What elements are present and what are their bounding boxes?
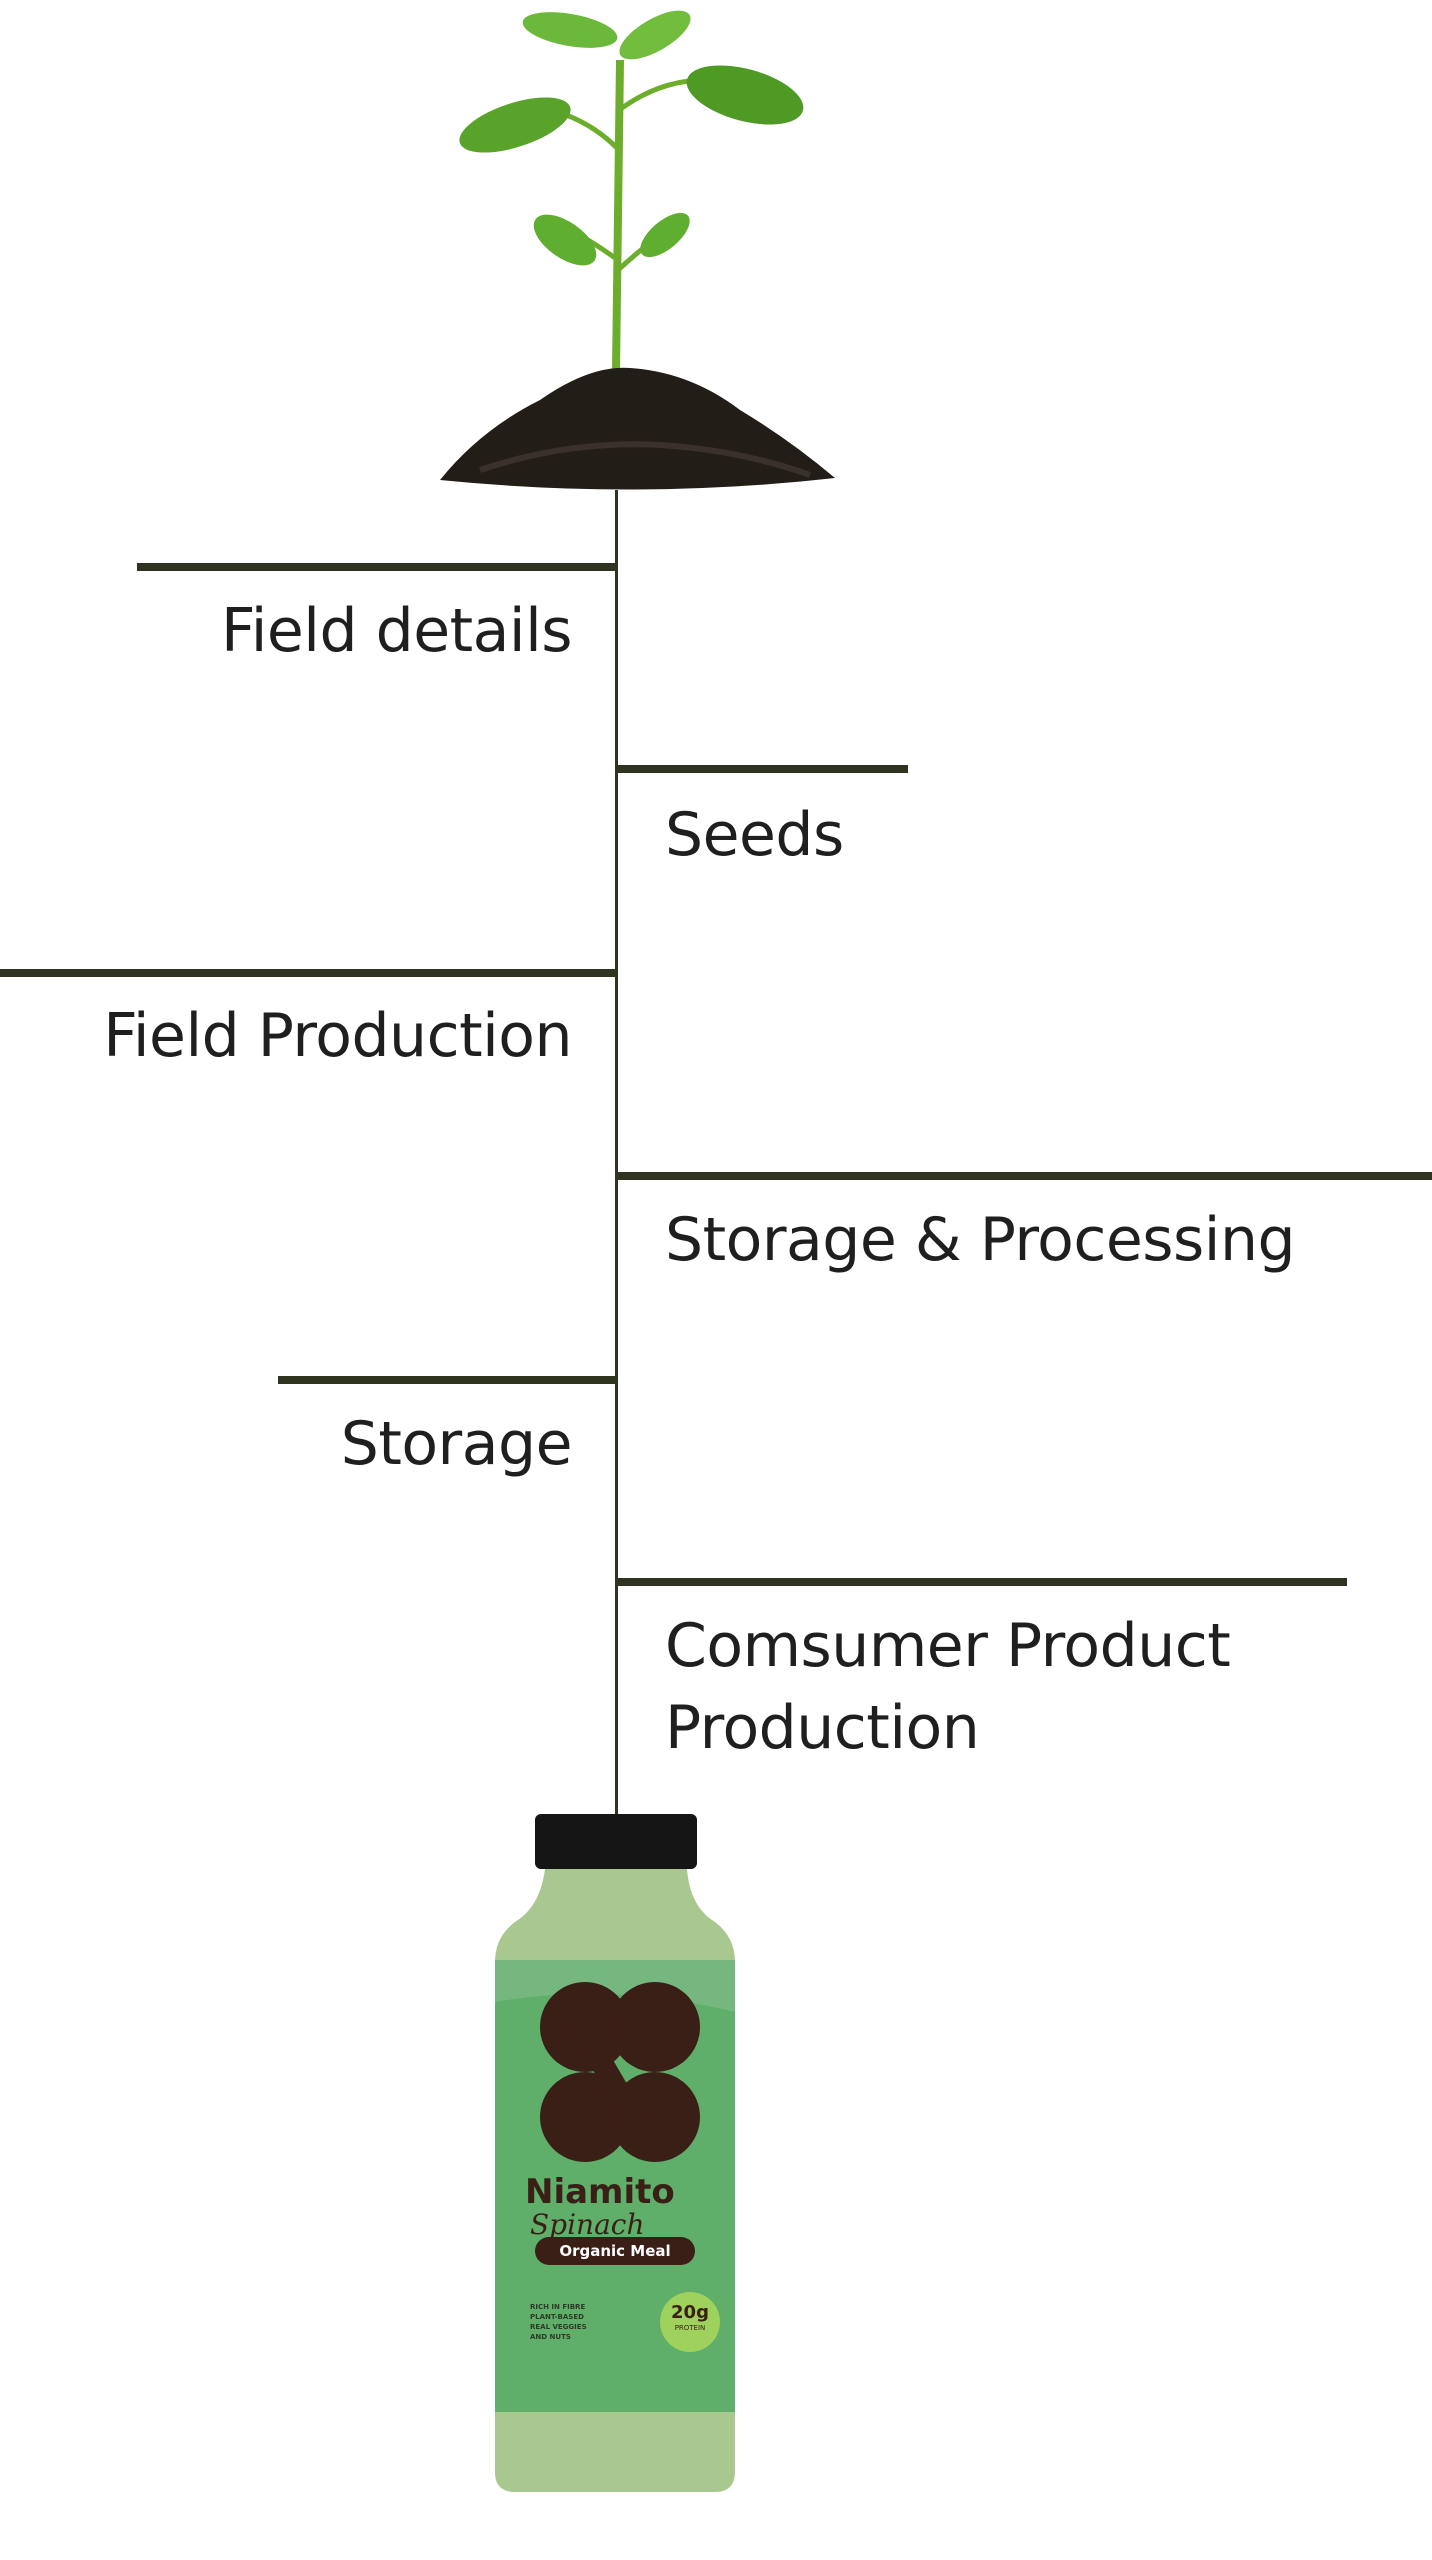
stage-label-storage-processing: Storage & Processing — [665, 1205, 1296, 1275]
protein-amount: 20g — [671, 2302, 709, 2323]
claim: RICH IN FIBRE — [530, 2303, 586, 2311]
stage-label-seeds: Seeds — [665, 800, 844, 870]
stage-line-seeds — [617, 765, 908, 773]
stage-line-storage — [278, 1376, 617, 1384]
product-claims: RICH IN FIBRE PLANT-BASED REAL VEGGIES A… — [530, 2302, 587, 2342]
claim: REAL VEGGIES — [530, 2323, 587, 2331]
stage-line-storage-processing — [617, 1172, 1432, 1180]
plant-in-soil-image — [440, 10, 835, 490]
stage-line-consumer-product — [617, 1578, 1347, 1586]
protein-label: PROTEIN — [674, 2324, 706, 2332]
product-brand: Niamito — [525, 2172, 675, 2212]
claim: AND NUTS — [530, 2333, 571, 2341]
stage-line-field-details — [137, 563, 617, 571]
stage-label-storage: Storage — [340, 1409, 573, 1479]
stage-label-line2: Production — [665, 1693, 980, 1763]
timeline-vertical-line — [615, 490, 618, 1815]
stage-label-consumer-product: Comsumer Product Production — [665, 1605, 1231, 1769]
stage-label-field-details: Field details — [221, 596, 572, 666]
claim: PLANT-BASED — [530, 2313, 584, 2321]
stage-label-field-production: Field Production — [103, 1001, 572, 1071]
product-flavor: Spinach — [530, 2208, 645, 2241]
product-tag: Organic Meal — [559, 2242, 671, 2260]
product-bottle-image: Niamito Spinach Organic Meal 20g PROTEIN… — [490, 1812, 740, 2502]
stage-label-line1: Comsumer Product — [665, 1611, 1231, 1681]
stage-line-field-production — [0, 969, 617, 977]
